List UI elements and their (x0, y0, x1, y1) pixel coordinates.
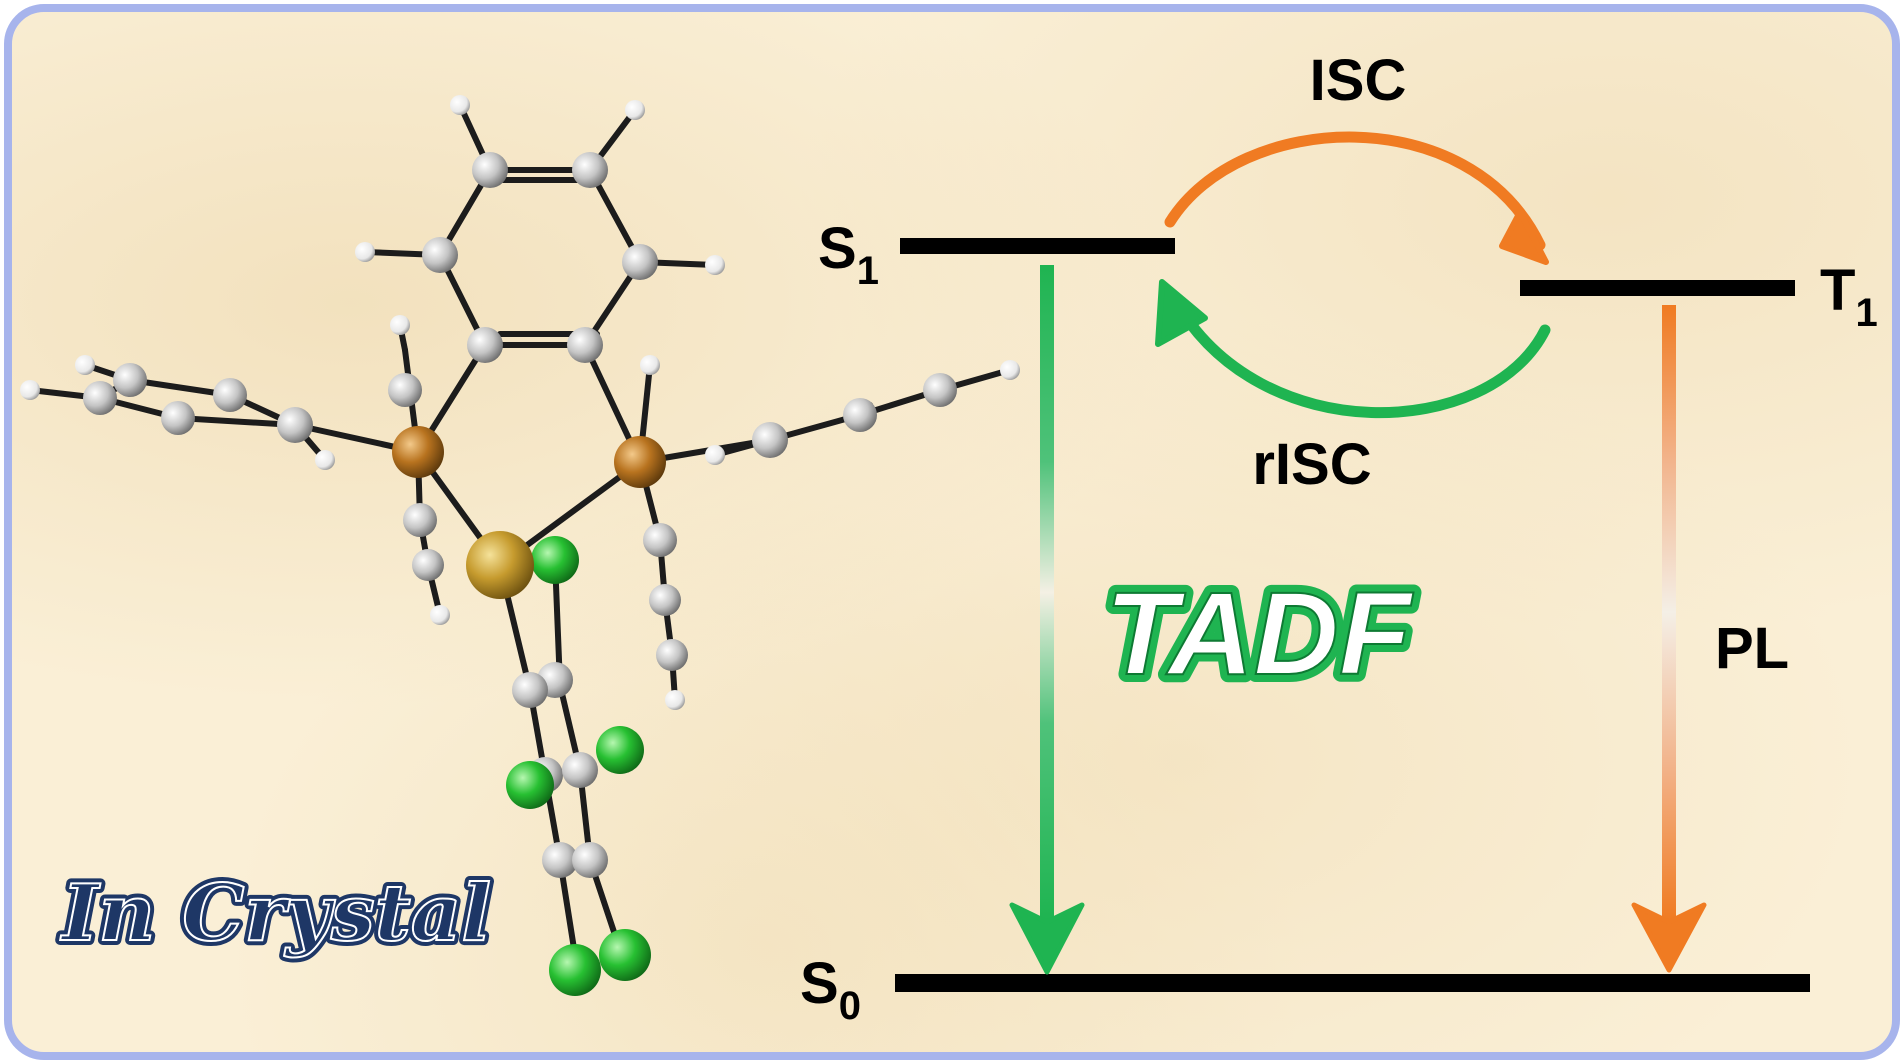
risc-arrow (1169, 294, 1551, 419)
risc-label: rISC (1252, 432, 1371, 497)
phosphorus-atoms (392, 426, 666, 488)
risc-arrowhead (1155, 279, 1208, 347)
carbon-atoms (83, 152, 957, 878)
pl-label: PL (1715, 616, 1789, 681)
s0-label: S0 (800, 951, 861, 1028)
pl-arrowhead (1631, 902, 1707, 973)
molecule-structure (20, 95, 1020, 996)
chlorine-atoms (506, 536, 651, 996)
crystal-label: In Crystal (60, 868, 491, 959)
isc-arrowhead (1499, 209, 1549, 265)
tadf-arrowhead (1009, 902, 1085, 975)
t1-label: T1 (1820, 258, 1878, 335)
figure-frame (4, 4, 1900, 1060)
copper-atom (466, 531, 534, 599)
pl-arrow (1662, 305, 1676, 920)
s1-label: S1 (818, 216, 879, 293)
tadf-label: TADF (1105, 568, 1414, 700)
isc-label: ISC (1310, 48, 1407, 113)
molecule-bonds (27, 102, 1013, 958)
tadf-label-outline: TADF (1105, 568, 1414, 700)
energy-levels (895, 238, 1810, 992)
isc-arrow (1164, 131, 1546, 251)
crystal-label-outline: In Crystal (60, 868, 491, 959)
tadf-arrow (1040, 265, 1054, 920)
hydrogen-atoms (20, 95, 1020, 710)
